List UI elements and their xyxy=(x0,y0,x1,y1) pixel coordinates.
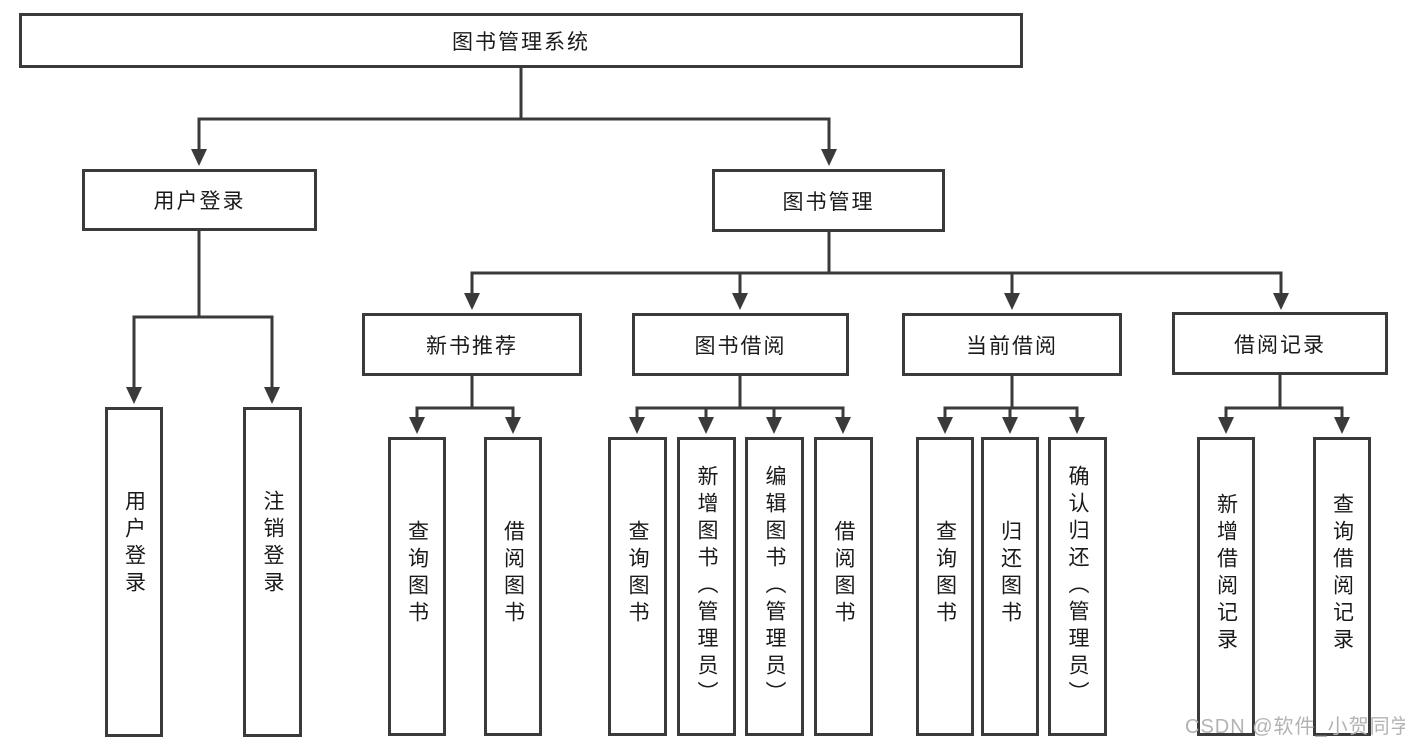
wire-current-borrowing-subtree xyxy=(937,374,1085,434)
leaf-edit-book-admin-label: 编辑图书（管理员） xyxy=(763,465,786,708)
leaf-logout: 注销登录 xyxy=(243,407,302,737)
leaf-return-books-label: 归还图书 xyxy=(998,519,1022,628)
leaf-query-books-b: 查询图书 xyxy=(608,437,667,736)
leaf-borrow-books-a: 借阅图书 xyxy=(484,437,542,736)
node-book-management: 图书管理 xyxy=(712,169,945,232)
node-borrowing-records: 借阅记录 xyxy=(1172,312,1388,375)
leaf-borrow-books-a-label: 借阅图书 xyxy=(501,519,525,628)
node-user-login: 用户登录 xyxy=(82,169,317,231)
wire-book-management-branch xyxy=(464,230,1289,310)
wire-new-book-subtree xyxy=(409,374,521,434)
leaf-query-borrow-record-label: 查询借阅记录 xyxy=(1330,492,1354,655)
leaf-return-books: 归还图书 xyxy=(981,437,1039,736)
node-book-borrowing: 图书借阅 xyxy=(632,313,849,376)
leaf-logout-label: 注销登录 xyxy=(261,490,284,598)
leaf-confirm-return-admin: 确认归还（管理员） xyxy=(1048,437,1107,736)
leaf-query-books-a-label: 查询图书 xyxy=(405,519,429,628)
leaf-borrow-books-b-label: 借阅图书 xyxy=(832,519,855,628)
leaf-edit-book-admin: 编辑图书（管理员） xyxy=(745,437,804,736)
leaf-user-login: 用户登录 xyxy=(105,407,163,737)
node-root-library-system: 图书管理系统 xyxy=(19,13,1023,68)
leaf-query-books-b-label: 查询图书 xyxy=(626,519,649,628)
leaf-query-books-a: 查询图书 xyxy=(388,437,446,736)
leaf-add-borrow-record-label: 新增借阅记录 xyxy=(1214,492,1238,655)
leaf-query-borrow-record: 查询借阅记录 xyxy=(1313,437,1371,736)
leaf-user-login-label: 用户登录 xyxy=(122,490,146,598)
wire-user-login-subtree xyxy=(126,229,280,404)
leaf-add-borrow-record: 新增借阅记录 xyxy=(1197,437,1255,736)
wire-level1-branch xyxy=(191,117,837,166)
leaf-query-books-c: 查询图书 xyxy=(916,437,974,736)
csdn-watermark: CSDN @软件_小贺同学 xyxy=(1185,716,1405,738)
leaf-add-book-admin: 新增图书（管理员） xyxy=(677,437,736,736)
leaf-confirm-return-admin-label: 确认归还（管理员） xyxy=(1066,465,1089,708)
leaf-query-books-c-label: 查询图书 xyxy=(933,519,957,628)
wire-book-borrowing-subtree xyxy=(629,374,851,434)
node-current-borrowing: 当前借阅 xyxy=(902,313,1122,376)
leaf-borrow-books-b: 借阅图书 xyxy=(814,437,873,736)
wire-borrowing-records-subtree xyxy=(1218,374,1350,434)
leaf-add-book-admin-label: 新增图书（管理员） xyxy=(695,465,718,708)
node-new-book-recommendation: 新书推荐 xyxy=(362,313,582,376)
